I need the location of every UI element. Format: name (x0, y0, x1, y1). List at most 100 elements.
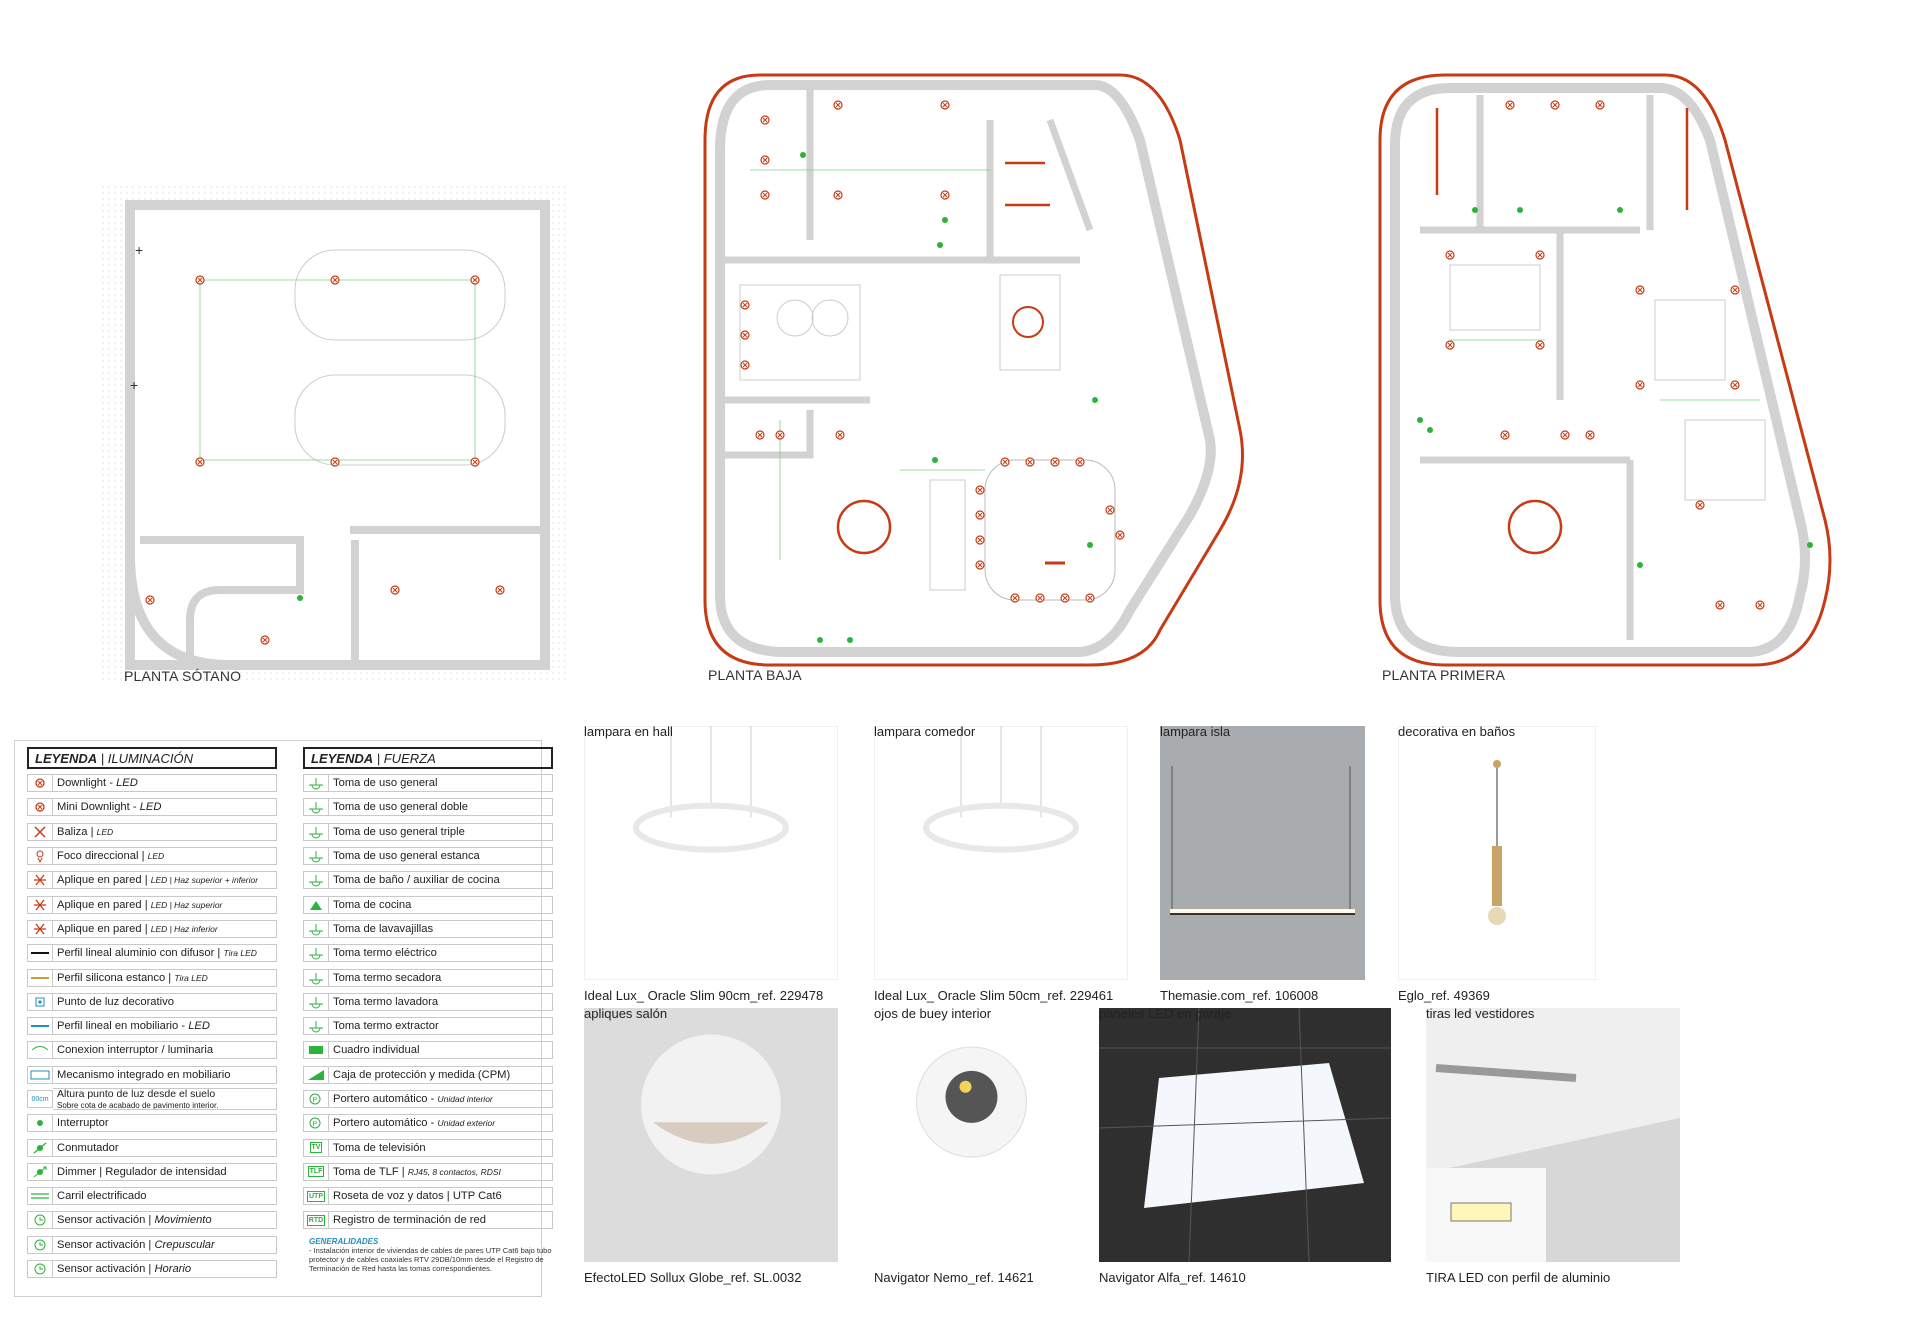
power-row: Toma termo secadora (303, 967, 553, 987)
legend-text: Perfil lineal en mobiliario - (57, 1020, 189, 1033)
legend-subtitle: | ILUMINACIÓN (100, 751, 193, 766)
power-label: Toma de uso general doble (329, 798, 553, 817)
product-caption: Eglo_ref. 49369 (1398, 988, 1490, 1003)
legend-text-small: Tira LED (223, 948, 257, 959)
legend-text: Perfil silicona estanco | (57, 971, 175, 984)
lighting-row: Punto de luz decorativo (27, 992, 277, 1012)
legend-text-italic: LED (139, 801, 162, 814)
legend-text: Portero automático - (333, 1093, 438, 1105)
legend-text: Downlight - (57, 777, 117, 790)
product-title: lampara comedor (874, 724, 976, 739)
legend-text: Toma termo extractor (333, 1020, 439, 1033)
product-title: tiras led vestidores (1426, 1006, 1535, 1021)
legend-power-title: LEYENDA | FUERZA (303, 747, 553, 769)
svg-text:+: + (135, 242, 143, 258)
legend-text: Toma de baño / auxiliar de cocina (333, 874, 500, 887)
svg-text:+: + (130, 377, 138, 393)
phone-icon: TLF (303, 1162, 329, 1181)
product-title: paneles LED en garaje (1099, 1006, 1232, 1021)
plan-first (1378, 73, 1832, 667)
legend-text: Toma de uso general (333, 777, 438, 790)
wall-light-down-icon (27, 919, 53, 938)
extractor-socket-icon (303, 1017, 329, 1036)
wall-light-up-icon (27, 895, 53, 914)
lighting-label: Perfil lineal en mobiliario - LED (53, 1017, 277, 1036)
legend-text: Mini Downlight - (57, 801, 140, 814)
lighting-row: Conmutador (27, 1137, 277, 1157)
legend-text: Carril electrificado (57, 1190, 147, 1203)
lighting-row: Aplique en pared | LED | Haz superior (27, 894, 277, 914)
lighting-row: Perfil lineal en mobiliario - LED (27, 1016, 277, 1036)
wall-light-both-icon (27, 871, 53, 890)
legend-text: Aplique en pared | (57, 922, 151, 935)
plan-label-ground: PLANTA BAJA (708, 667, 802, 683)
product-image (1160, 726, 1365, 980)
power-row: Toma termo extractor (303, 1016, 553, 1036)
legend-text: Toma de uso general triple (333, 825, 465, 838)
legend-text: Toma termo eléctrico (333, 947, 437, 960)
lighting-label: Punto de luz decorativo (53, 992, 277, 1011)
socket-icon (303, 774, 329, 793)
spotlight-icon (27, 847, 53, 866)
timer-sensor-icon (27, 1260, 53, 1279)
power-row: Toma de uso general triple (303, 822, 553, 842)
product-image (584, 726, 838, 980)
furniture-profile-icon (27, 1017, 53, 1036)
power-row: Toma de lavavajillas (303, 919, 553, 939)
double-socket-icon (303, 798, 329, 817)
legend-text-small: Tira LED (174, 972, 208, 983)
panel-icon (303, 1041, 329, 1060)
power-label: Toma termo extractor (329, 1017, 553, 1036)
power-label: Toma de uso general triple (329, 822, 553, 841)
downlight-icon (27, 774, 53, 793)
power-label: Cuadro individual (329, 1041, 553, 1060)
lighting-row: Perfil lineal aluminio con difusor | Tir… (27, 943, 277, 963)
legend-text: Toma de uso general estanca (333, 850, 480, 863)
product-caption: Navigator Alfa_ref. 14610 (1099, 1270, 1246, 1285)
floor-plans: + + (100, 73, 1832, 680)
decorative-point-icon (27, 992, 53, 1011)
aluminium-profile-icon (27, 944, 53, 963)
power-label: Registro de terminación de red (329, 1211, 553, 1230)
lighting-label: Carril electrificado (53, 1187, 277, 1206)
commutator-icon (27, 1138, 53, 1157)
dryer-socket-icon (303, 968, 329, 987)
lighting-row: Sensor activación | Movimiento (27, 1210, 277, 1230)
general-notes-text: - Instalación interior de viviendas de c… (309, 1245, 552, 1273)
product-image (874, 726, 1128, 980)
legend-note: Sobre cota de acabado de pavimento inter… (57, 1101, 219, 1111)
washer-socket-icon (303, 992, 329, 1011)
product-caption: Ideal Lux_ Oracle Slim 90cm_ref. 229478 (584, 988, 824, 1003)
track-icon (27, 1187, 53, 1206)
product-caption: EfectoLED Sollux Globe_ref. SL.0032 (584, 1270, 802, 1285)
lighting-row: Sensor activación | Crepuscular (27, 1235, 277, 1255)
product-caption: Ideal Lux_ Oracle Slim 50cm_ref. 229461 (874, 988, 1114, 1003)
bath-socket-icon (303, 871, 329, 890)
legend-text-italic: Horario (154, 1263, 192, 1276)
lighting-row: Aplique en pared | LED | Haz inferior (27, 919, 277, 939)
power-row: Toma de uso general doble (303, 797, 553, 817)
product-image (1426, 1008, 1680, 1262)
legend-text: Toma de uso general doble (333, 801, 468, 814)
lighting-row: Perfil silicona estanco | Tira LED (27, 967, 277, 987)
switch-connection-icon (27, 1041, 53, 1060)
power-label: Toma de TLF | RJ45, 8 contactos, RDSI (329, 1162, 553, 1181)
tv-icon: TV (303, 1138, 329, 1157)
intercom-int-icon: P (303, 1090, 329, 1108)
lighting-row: Foco direccional | LED (27, 846, 277, 866)
power-label: Toma de uso general (329, 774, 553, 793)
legend-text: Aplique en pared | (57, 898, 151, 911)
cpm-icon (303, 1065, 329, 1084)
lighting-label: Perfil lineal aluminio con difusor | Tir… (53, 944, 277, 963)
plan-basement: + + (100, 185, 570, 680)
mini-downlight-icon (27, 798, 53, 817)
